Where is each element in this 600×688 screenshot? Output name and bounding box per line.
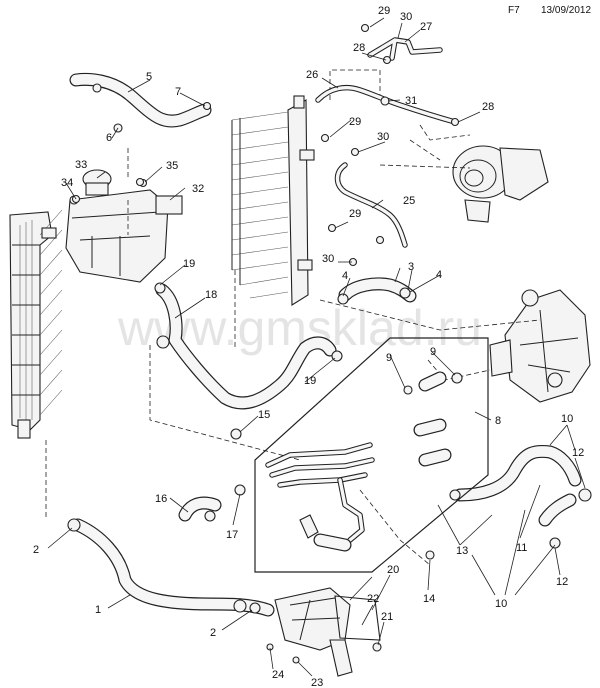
callout-9: 9 <box>430 346 436 358</box>
turbocharger <box>452 145 549 223</box>
callout-1: 1 <box>95 604 101 616</box>
callout-32: 32 <box>192 183 204 195</box>
left-radiator <box>9 209 63 439</box>
callout-29: 29 <box>378 5 390 17</box>
callout-31: 31 <box>405 95 417 107</box>
diagram-date: 13/09/2012 <box>541 5 592 16</box>
callout-21: 21 <box>381 611 393 623</box>
callout-22: 22 <box>367 593 379 605</box>
callout-33: 33 <box>75 159 87 171</box>
callout-29: 29 <box>349 116 361 128</box>
water-pump-housing <box>489 289 591 403</box>
callout-24: 24 <box>272 669 284 681</box>
callout-30: 30 <box>400 11 412 23</box>
assembly-box <box>254 337 489 573</box>
callout-12: 12 <box>556 576 568 588</box>
callout-3: 3 <box>408 261 414 273</box>
callout-8: 8 <box>495 415 501 427</box>
callout-23: 23 <box>311 677 323 688</box>
callout-19: 19 <box>304 375 316 387</box>
diagram-code: F7 <box>508 5 520 16</box>
callout-15: 15 <box>258 409 270 421</box>
callout-28: 28 <box>482 101 494 113</box>
thermostat-housing <box>233 587 382 677</box>
callout-30: 30 <box>377 131 389 143</box>
callout-12: 12 <box>572 447 584 459</box>
callout-30: 30 <box>322 253 334 265</box>
callout-9: 9 <box>386 352 392 364</box>
callout-14: 14 <box>423 593 435 605</box>
callout-10: 10 <box>495 598 507 610</box>
callout-2: 2 <box>33 544 39 556</box>
callout-5: 5 <box>146 71 152 83</box>
expansion-tank <box>65 169 183 283</box>
callout-labels: 1 2 2 3 4 4 5 6 7 8 9 9 10 10 11 12 12 1… <box>33 5 584 688</box>
leader-lines <box>47 17 586 677</box>
callout-18: 18 <box>205 289 217 301</box>
clamps <box>67 23 592 614</box>
callout-26: 26 <box>306 69 318 81</box>
callout-20: 20 <box>387 564 399 576</box>
callout-4: 4 <box>342 270 348 282</box>
callout-10: 10 <box>561 413 573 425</box>
callout-35: 35 <box>166 160 178 172</box>
guide-lines <box>45 69 541 566</box>
callout-16: 16 <box>155 493 167 505</box>
pipe-assembly <box>265 371 452 552</box>
callout-6: 6 <box>106 132 112 144</box>
callout-25: 25 <box>403 195 415 207</box>
callout-13: 13 <box>456 545 468 557</box>
callout-34: 34 <box>61 177 73 189</box>
callout-7: 7 <box>175 86 181 98</box>
callout-28: 28 <box>353 42 365 54</box>
callout-2: 2 <box>210 627 216 639</box>
callout-19: 19 <box>183 258 195 270</box>
callout-4: 4 <box>436 269 442 281</box>
callout-29: 29 <box>349 208 361 220</box>
center-radiator <box>231 95 315 306</box>
callout-27: 27 <box>420 21 432 33</box>
callout-17: 17 <box>226 529 238 541</box>
callout-11: 11 <box>516 542 527 554</box>
